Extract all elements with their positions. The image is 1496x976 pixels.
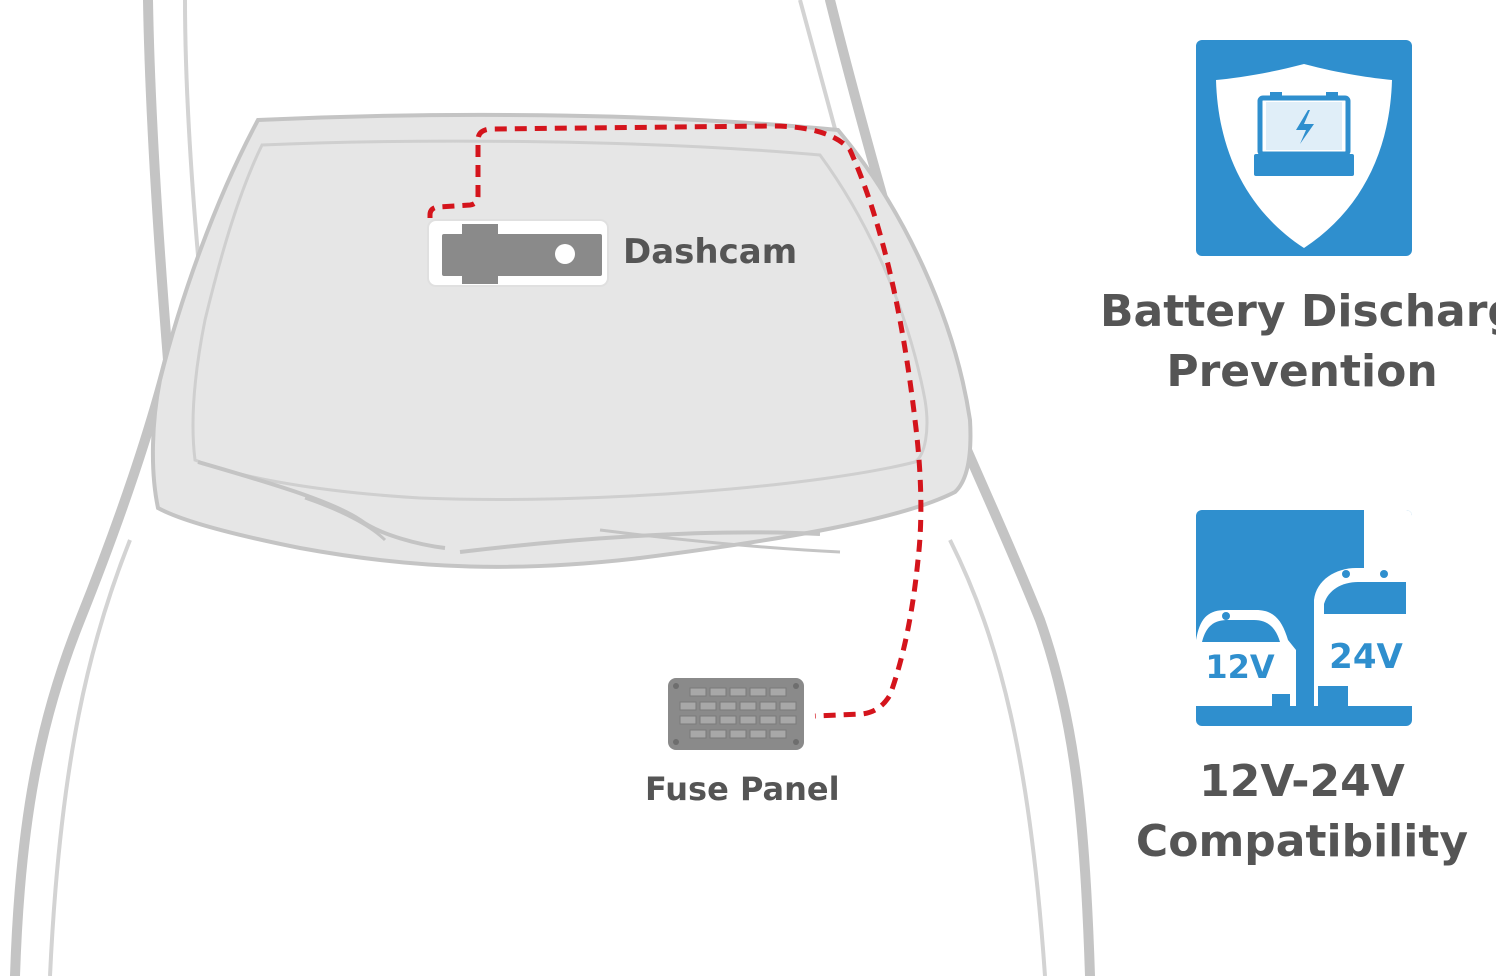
car-truck-voltage-icon: 24V 12V [1196, 510, 1412, 726]
truck-voltage-badge: 24V [1329, 637, 1403, 677]
car-voltage-badge: 12V [1205, 648, 1275, 686]
fuse-panel-device [668, 678, 804, 750]
feature-battery-line2: Prevention [1166, 346, 1438, 397]
feature-battery-title: Battery Discharge Prevention [1100, 282, 1496, 402]
feature-voltage-title: 12V-24V Compatibility [1100, 752, 1496, 872]
power-cable [427, 123, 924, 719]
windshield [150, 112, 973, 569]
battery-shield-icon [1196, 40, 1412, 256]
car-body [10, 0, 1095, 976]
fuse-panel-label: Fuse Panel [645, 770, 840, 808]
feature-voltage-line2: Compatibility [1135, 816, 1469, 867]
feature-battery-line1: Battery Discharge [1100, 286, 1496, 337]
dashcam-label: Dashcam [623, 232, 798, 272]
feature-voltage-line1: 12V-24V [1199, 756, 1405, 807]
dashcam-device [427, 219, 609, 287]
